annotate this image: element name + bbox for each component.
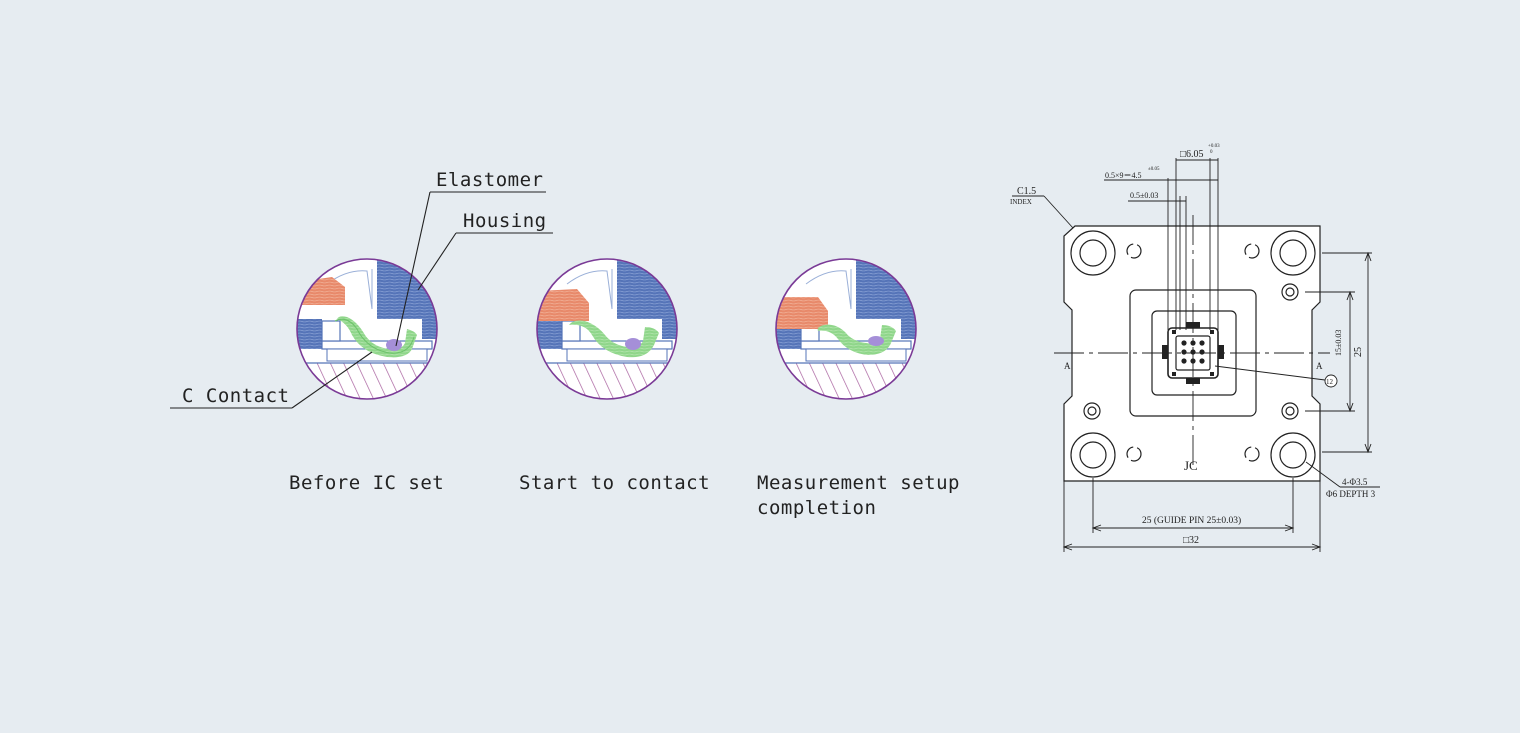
balloon-circle <box>1324 374 1338 388</box>
index-leader <box>1012 195 1074 229</box>
caption-before-ic-set: Before IC set <box>289 472 444 494</box>
dim-sq32: □32 <box>1183 535 1199 546</box>
bottom-dimensions <box>1062 478 1322 552</box>
dim-c15: C1.5 <box>1017 186 1036 197</box>
dim-15: 15±0.03 <box>1334 330 1343 356</box>
dim-pitch: 0.5×9＝4.5 <box>1105 171 1142 180</box>
holes-leader <box>1305 461 1380 488</box>
leader-c-contact <box>170 351 373 409</box>
balloon-number: 12 <box>1326 378 1334 386</box>
section-a-left: A <box>1064 361 1071 371</box>
right-dimensions <box>1305 251 1372 454</box>
caption-measurement-line1: Measurement setup <box>757 472 960 494</box>
caption-start-to-contact: Start to contact <box>519 472 710 494</box>
label-c-contact: C Contact <box>182 385 289 407</box>
detail-before-ic-set <box>296 258 438 400</box>
label-elastomer: Elastomer <box>436 169 543 191</box>
dim-sq605: □6.05 <box>1180 149 1204 160</box>
caption-measurement-line2: completion <box>757 497 876 519</box>
dim-guide-pin: 25 (GUIDE PIN 25±0.03) <box>1142 515 1241 526</box>
dim-holes: 4-Φ3.5 <box>1342 477 1368 487</box>
dim-tol605-top: +0.03 <box>1208 144 1220 149</box>
label-jc: JC <box>1184 458 1198 473</box>
balloon-leader <box>1214 365 1326 381</box>
dim-tol605-bot: 0 <box>1210 150 1213 155</box>
dim-index: INDEX <box>1010 198 1032 206</box>
dim-tol05: ±0.05 <box>1148 167 1160 172</box>
top-dimensions <box>1104 158 1219 330</box>
detail-measurement-complete <box>775 258 917 400</box>
dim-depth: Φ6 DEPTH 3 <box>1326 489 1376 499</box>
dim-25-vertical: 25 <box>1353 347 1364 357</box>
section-a-right: A <box>1316 361 1323 371</box>
label-housing: Housing <box>463 210 547 232</box>
leader-elastomer <box>395 191 546 347</box>
leader-housing <box>417 232 553 291</box>
mounting-holes <box>1070 230 1316 478</box>
center-lines <box>1054 215 1330 470</box>
dim-pad: 0.5±0.03 <box>1130 191 1158 200</box>
detail-start-to-contact <box>536 258 678 400</box>
